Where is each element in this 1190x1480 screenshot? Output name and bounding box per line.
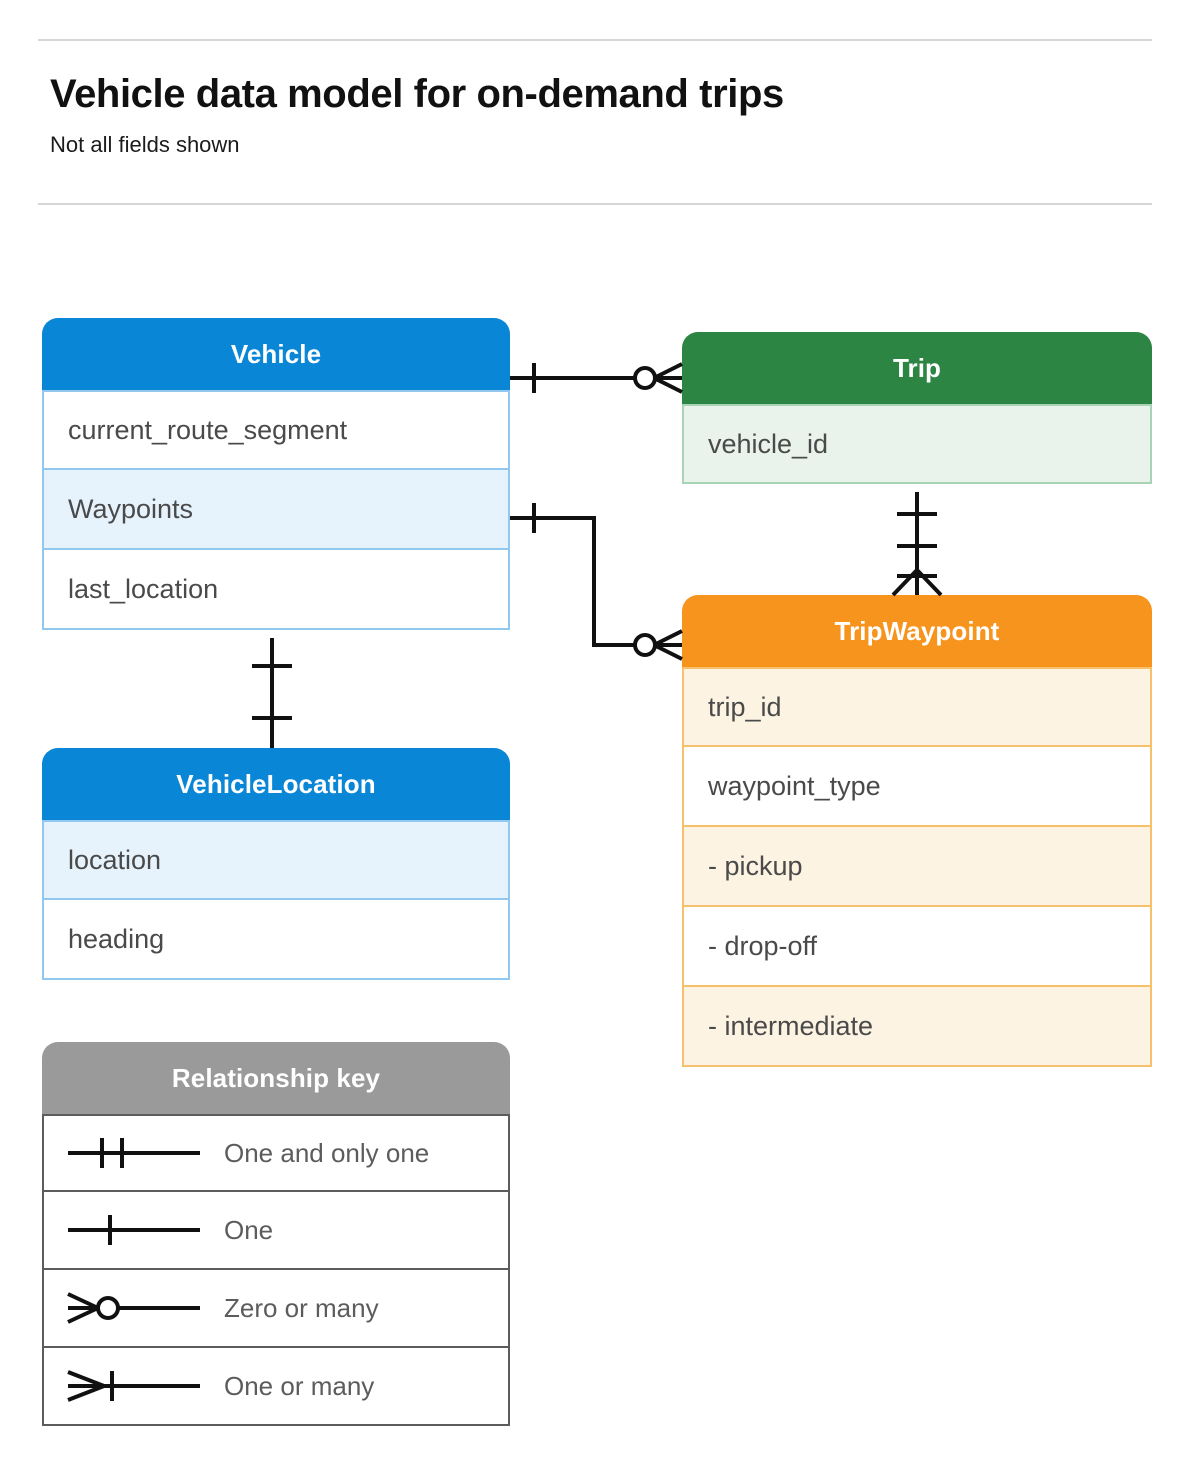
entity-vehicle[interactable]: Vehicle current_route_segment Waypoints … — [42, 318, 510, 630]
connector-waypoints-tripwaypoint — [510, 503, 683, 661]
field-heading[interactable]: heading — [42, 900, 510, 980]
field-waypoint-type-pickup[interactable]: - pickup — [682, 827, 1152, 907]
field-waypoint-type-intermediate[interactable]: - intermediate — [682, 987, 1152, 1067]
entity-tripwaypoint-title: TripWaypoint — [682, 595, 1152, 667]
legend-item-one-and-only-one: One and only one — [42, 1114, 510, 1192]
legend-item-zero-or-many: Zero or many — [42, 1270, 510, 1348]
relationship-key-items: One and only one One — [42, 1114, 510, 1426]
field-current-route-segment[interactable]: current_route_segment — [42, 390, 510, 470]
relationship-key-legend: Relationship key One and only one — [42, 1042, 510, 1426]
legend-label-one: One — [224, 1214, 274, 1245]
field-waypoints[interactable]: Waypoints — [42, 470, 510, 550]
entity-vehiclelocation[interactable]: VehicleLocation location heading — [42, 748, 510, 980]
entity-trip-title: Trip — [682, 332, 1152, 404]
entity-trip[interactable]: Trip vehicle_id — [682, 332, 1152, 484]
legend-item-one-or-many: One or many — [42, 1348, 510, 1426]
legend-label-zero-or-many: Zero or many — [224, 1292, 379, 1323]
header-divider-bottom — [38, 203, 1152, 205]
entity-vehiclelocation-fields: location heading — [42, 820, 510, 980]
entity-vehiclelocation-title: VehicleLocation — [42, 748, 510, 820]
relationship-key-title: Relationship key — [42, 1042, 510, 1114]
connector-vehicle-trip — [510, 362, 683, 394]
one-and-only-one-icon — [44, 1133, 224, 1173]
field-trip-id[interactable]: trip_id — [682, 667, 1152, 747]
entity-vehicle-title: Vehicle — [42, 318, 510, 390]
entity-tripwaypoint[interactable]: TripWaypoint trip_id waypoint_type - pic… — [682, 595, 1152, 1067]
entity-vehicle-fields: current_route_segment Waypoints last_loc… — [42, 390, 510, 630]
entity-trip-fields: vehicle_id — [682, 404, 1152, 484]
field-waypoint-type-dropoff[interactable]: - drop-off — [682, 907, 1152, 987]
connector-vehicle-vehiclelocation — [252, 638, 292, 748]
header-divider-top — [38, 39, 1152, 41]
one-icon — [44, 1210, 224, 1250]
zero-or-many-icon — [44, 1288, 224, 1328]
legend-item-one: One — [42, 1192, 510, 1270]
field-vehicle-id[interactable]: vehicle_id — [682, 404, 1152, 484]
connector-trip-tripwaypoint — [891, 492, 943, 597]
field-last-location[interactable]: last_location — [42, 550, 510, 630]
field-waypoint-type[interactable]: waypoint_type — [682, 747, 1152, 827]
field-location[interactable]: location — [42, 820, 510, 900]
legend-label-one-and-only-one: One and only one — [224, 1137, 430, 1168]
page-subtitle: Not all fields shown — [50, 132, 240, 157]
legend-label-one-or-many: One or many — [224, 1370, 375, 1401]
entity-tripwaypoint-fields: trip_id waypoint_type - pickup - drop-of… — [682, 667, 1152, 1067]
page-title: Vehicle data model for on-demand trips — [50, 72, 784, 116]
one-or-many-icon — [44, 1366, 224, 1406]
